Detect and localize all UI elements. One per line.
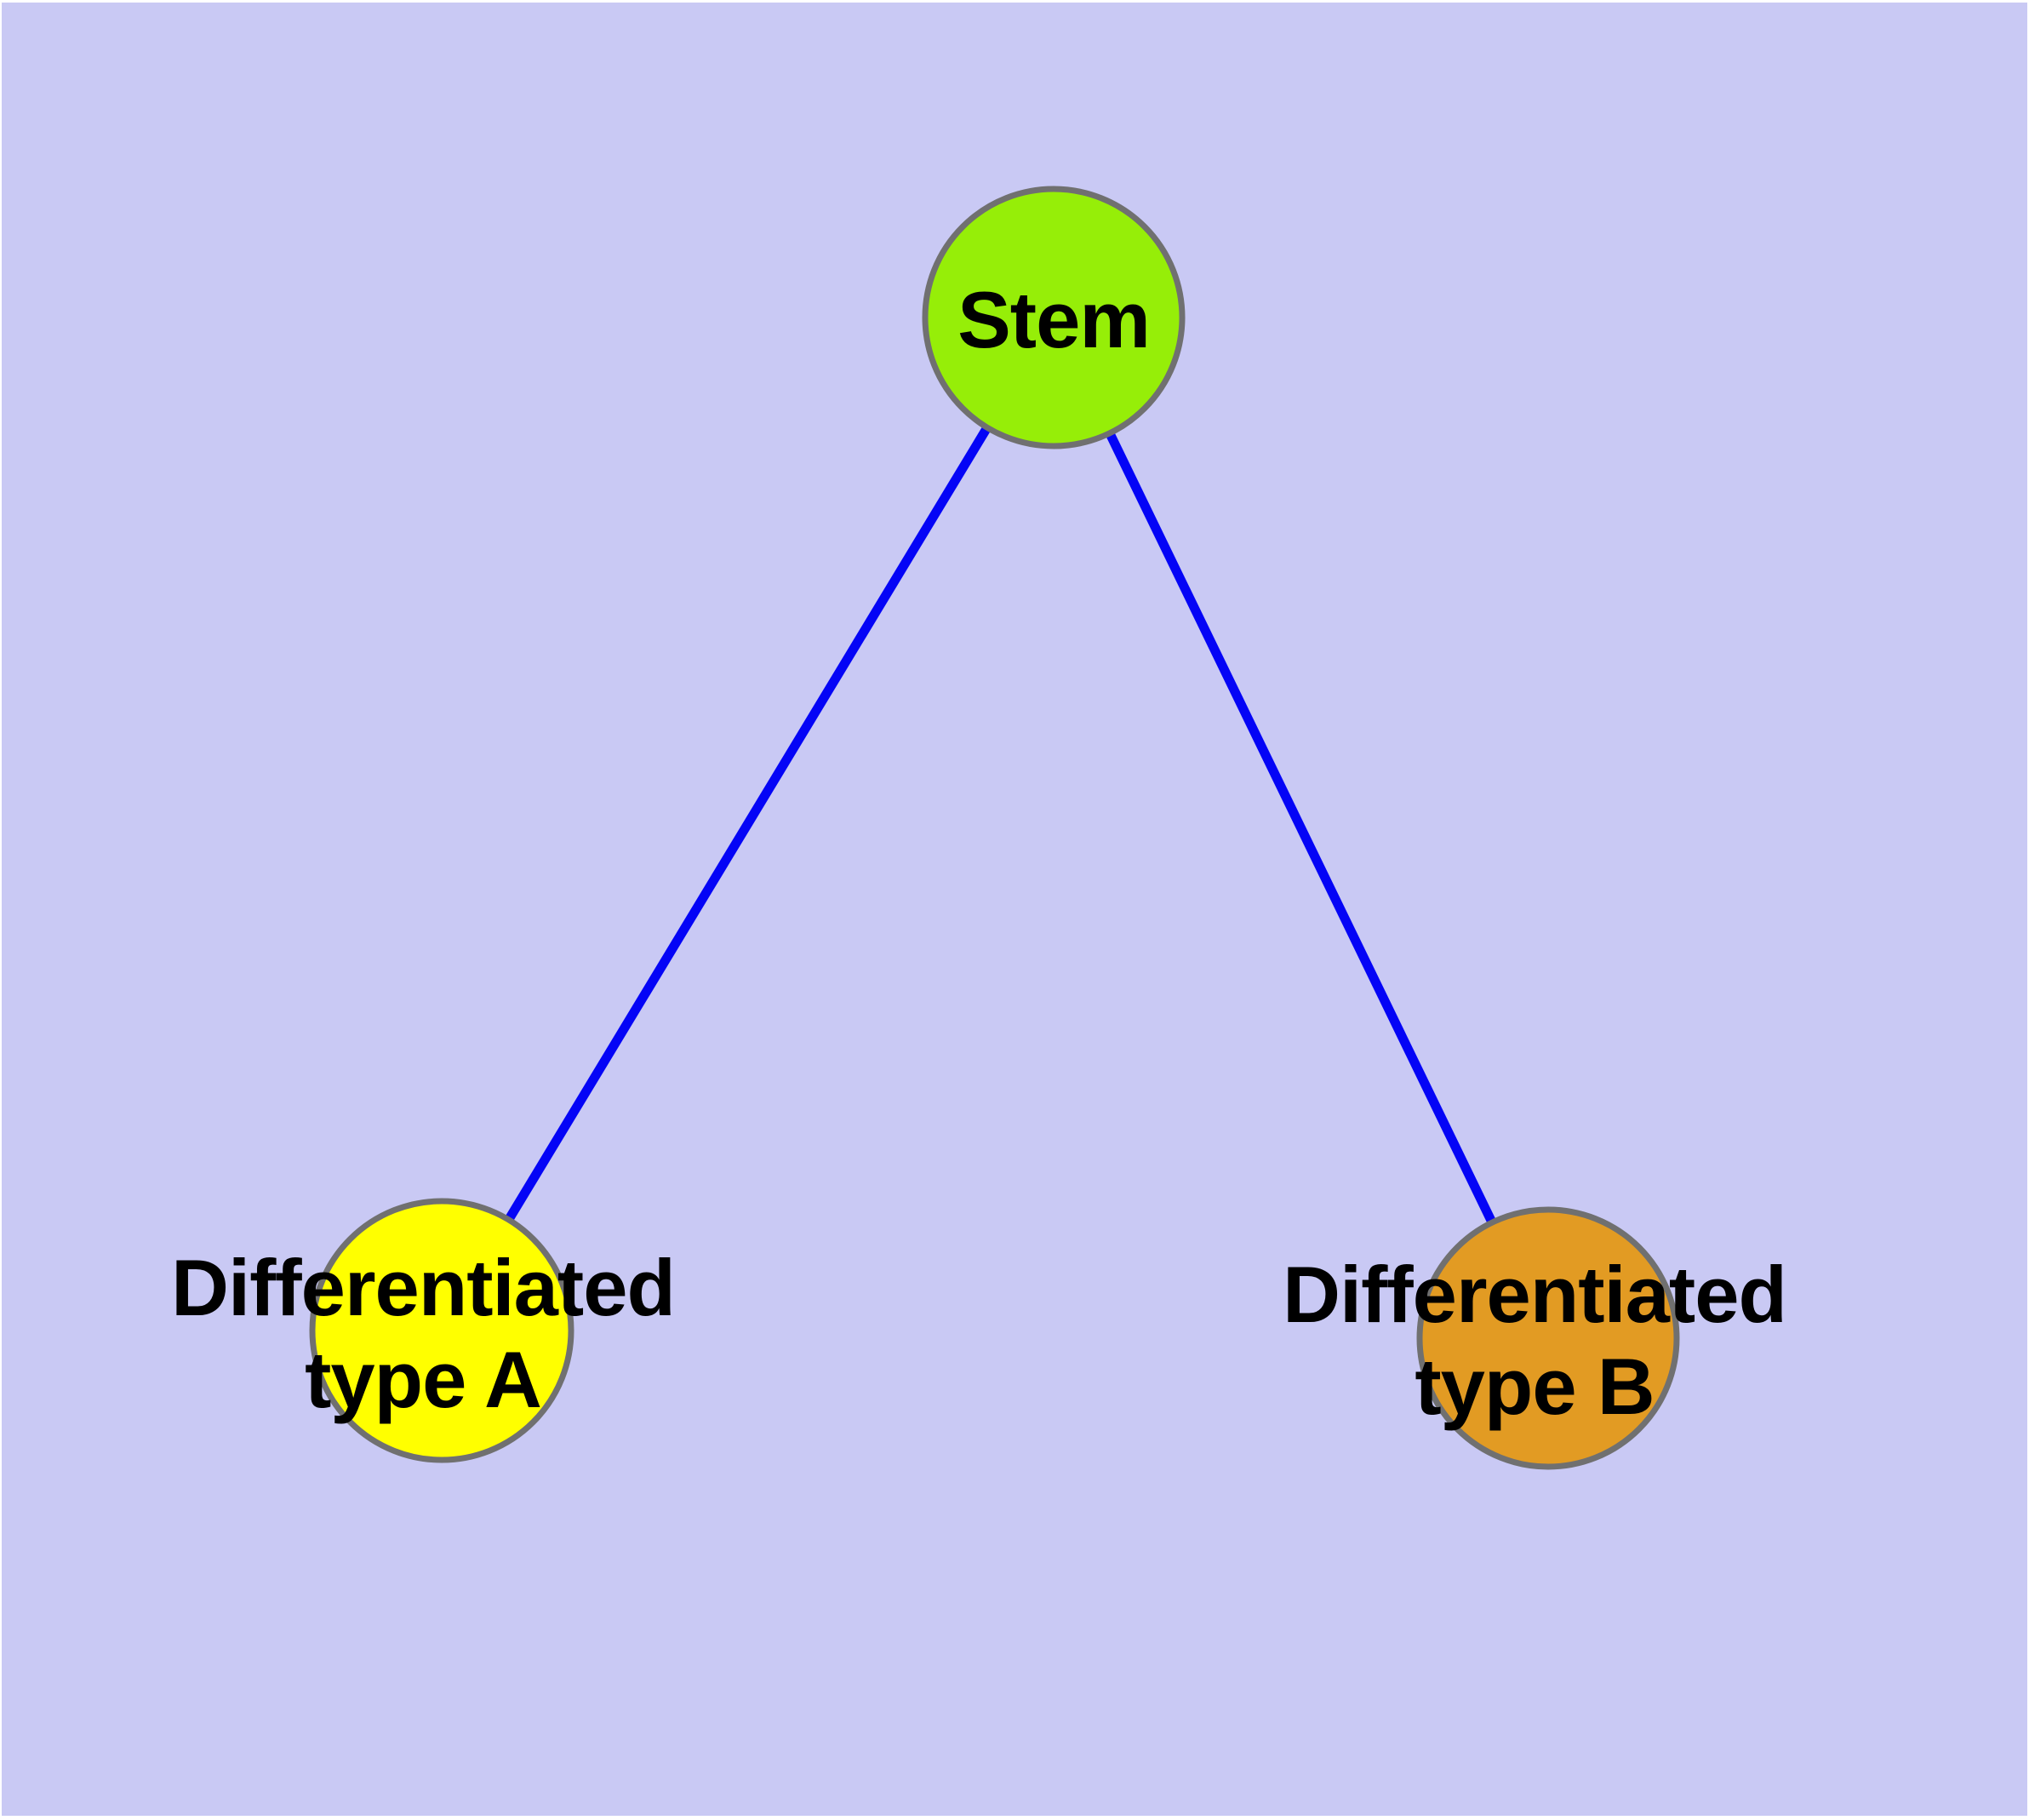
node-stem-label: Stem [957,274,1151,366]
node-stem-circle [922,186,1186,449]
node-type-b-label: Differentiated type B [1283,1249,1787,1433]
edge-stem-to-type-b [1049,315,1552,1341]
node-type-b-label-line1: Differentiated [1283,1250,1787,1339]
node-type-a-circle [309,1198,574,1463]
node-stem-label-text: Stem [957,275,1151,364]
node-type-b-label-line2: type B [1415,1342,1655,1431]
node-type-a-label-line2: type A [305,1335,542,1424]
node-type-b-circle [1416,1206,1680,1470]
node-type-a-label: Differentiated type A [171,1242,676,1426]
edge-stem-to-type-a [437,315,1058,1333]
node-type-a-label-line1: Differentiated [171,1243,676,1332]
